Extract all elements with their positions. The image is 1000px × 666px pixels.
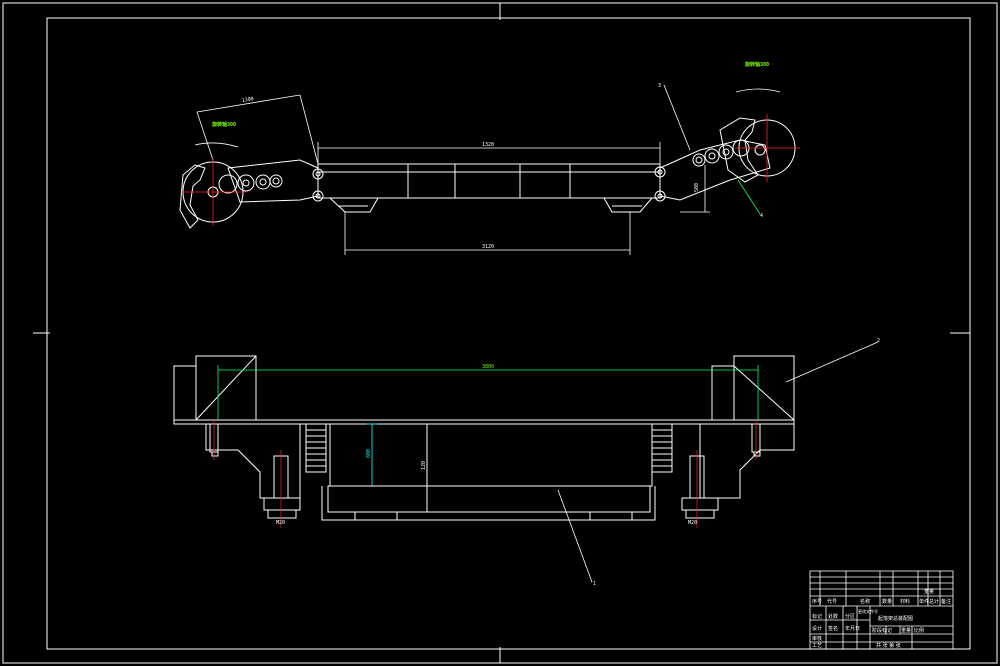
tb-header-qty: 数量 [882, 598, 892, 605]
bolt-right-label: M20 [688, 520, 697, 526]
tb-header-code: 代号 [827, 598, 837, 605]
dim-bottom-label: 3120 [482, 244, 494, 250]
tb-stage-mark: 阶段标记 [872, 627, 892, 634]
dim-left-diag-label: 1300 [241, 96, 254, 104]
tb-header-seq: 序号 [812, 598, 822, 605]
tb-weight-header: 重量 [924, 588, 934, 595]
height-dimension-label: 800 [366, 449, 372, 458]
callout-2-label: 2 [877, 338, 880, 344]
tb-small-date: 年月日 [845, 625, 860, 632]
rotation-label-left: 旋转轴300 [211, 121, 236, 128]
title-block [809, 570, 954, 650]
tb-small-count: 处数 [828, 613, 838, 620]
front-view [173, 341, 879, 583]
dim-right-vert-label: 500 [694, 183, 700, 192]
tb-small-doc: 更改文件号 [858, 608, 878, 614]
tb-stage-weight: 重量 [901, 627, 911, 634]
tb-small-sign: 签名 [828, 625, 838, 632]
length-dimension-label: 3800 [482, 364, 494, 370]
tb-small-zone: 分区 [845, 613, 855, 620]
tb-header-material: 材料 [900, 598, 910, 605]
tb-row-review: 审核 [812, 635, 822, 642]
tb-row-mark: 标记 [812, 613, 822, 620]
green-leader-right [737, 179, 761, 215]
inner-frame [46, 17, 971, 650]
tb-header-unit: 单件 [919, 598, 929, 605]
tb-row-design: 设计 [812, 625, 822, 632]
tb-stage-scale: 比例 [914, 627, 924, 634]
tb-header-note: 备注 [941, 598, 951, 605]
center-dimension-label: 120 [421, 461, 427, 470]
callout-3-label: 3 [658, 83, 661, 89]
tb-header-name: 名称 [860, 598, 870, 605]
tb-header-total: 总计 [929, 598, 939, 605]
dim-top-label: 1320 [482, 142, 494, 148]
tb-sheet: 共 张 第 张 [876, 642, 901, 649]
tb-row-process: 工艺 [812, 643, 822, 649]
callout-4-label: 4 [760, 213, 763, 219]
top-view [179, 84, 796, 255]
callout-1-label: 1 [593, 581, 596, 587]
bolt-left-label: M20 [276, 520, 285, 526]
rotation-label-right: 旋转轴300 [744, 61, 769, 68]
tb-title: 起落架总装配图 [878, 615, 913, 622]
